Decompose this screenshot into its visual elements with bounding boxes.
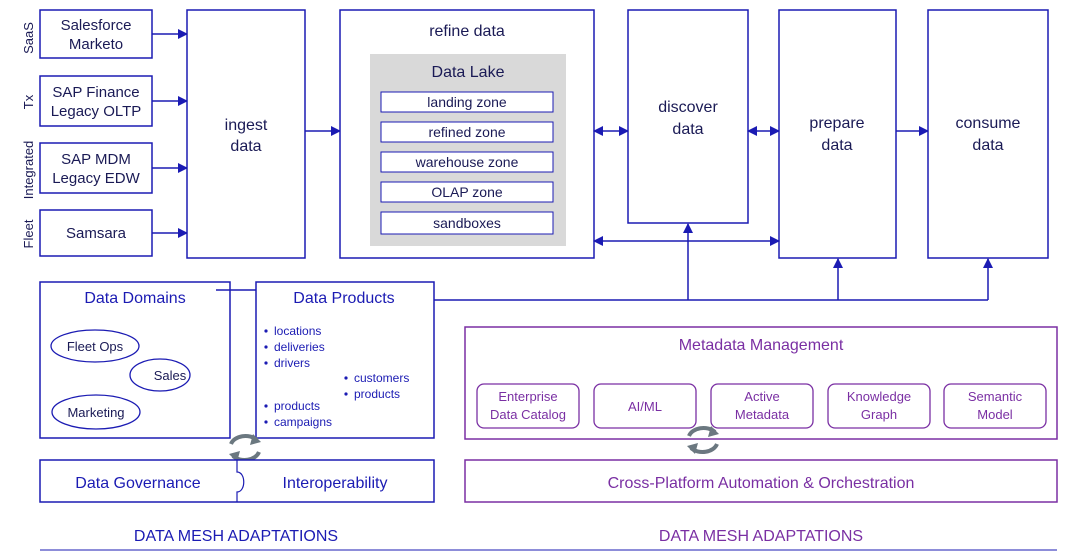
metadata-item-line1: Semantic <box>968 389 1023 404</box>
refresh-cycle-icon <box>687 426 719 454</box>
data-lake-title: Data Lake <box>432 64 505 81</box>
refine-title: refine data <box>429 23 505 40</box>
consume-line2: data <box>972 137 1003 154</box>
zone: sandboxes <box>380 211 554 235</box>
source-line1: Samsara <box>66 225 127 242</box>
data-products-title: Data Products <box>293 290 394 307</box>
domain-bubble-sales <box>129 358 191 392</box>
zone: landing zone <box>380 91 554 113</box>
source-box-sap-mdm: SAP MDM Legacy EDW <box>39 142 153 194</box>
source-box-samsara: Samsara <box>39 209 153 257</box>
data-product-item: drivers <box>274 356 310 370</box>
source-line1: SAP MDM <box>61 151 131 168</box>
data-governance-label: Data Governance <box>75 475 201 492</box>
puzzle-divider <box>236 460 245 502</box>
side-label-fleet: Fleet <box>21 219 36 248</box>
data-product-item: products <box>354 387 400 401</box>
source-arrows <box>152 29 188 238</box>
domain-bubble-fleet-ops <box>50 329 140 363</box>
footer-label-right: DATA MESH ADAPTATIONS <box>659 528 863 545</box>
zone-label: landing zone <box>427 94 507 110</box>
prepare-line1: prepare <box>809 115 864 132</box>
zone-label: refined zone <box>428 124 505 140</box>
ingest-line1: ingest <box>225 117 268 134</box>
domain-bubble-marketing <box>51 394 141 430</box>
zone: warehouse zone <box>380 151 554 173</box>
metadata-title: Metadata Management <box>679 337 844 354</box>
metadata-item: AI/ML <box>593 383 697 429</box>
bullet-icon <box>264 404 268 408</box>
source-line2: Legacy EDW <box>52 170 140 187</box>
discover-data-box: discover data <box>627 9 749 224</box>
metadata-item-line1: Enterprise <box>498 389 557 404</box>
source-line1: SAP Finance <box>52 84 139 101</box>
zone-label: OLAP zone <box>431 184 503 200</box>
data-domains-title: Data Domains <box>84 290 185 307</box>
data-products-lists: locations deliveries drivers customers produ… <box>264 324 409 429</box>
metadata-item-line2: Graph <box>861 407 897 422</box>
data-product-item: campaigns <box>274 415 332 429</box>
prepare-line2: data <box>821 137 852 154</box>
metadata-item-line2: Model <box>977 407 1013 422</box>
bullet-icon <box>264 361 268 365</box>
ingest-line2: data <box>230 138 261 155</box>
consume-data-box: consume data <box>927 9 1049 259</box>
source-box-sap-finance: SAP Finance Legacy OLTP <box>39 75 153 127</box>
ingest-data-box: ingest data <box>186 9 306 259</box>
metadata-item-line2: Data Catalog <box>490 407 566 422</box>
bullet-icon <box>264 345 268 349</box>
data-product-item: locations <box>274 324 321 338</box>
refresh-cycle-icon <box>229 434 261 462</box>
data-domains-box: Data Domains Fleet Ops Sales Marketing <box>39 281 231 439</box>
side-label-integrated: Integrated <box>21 141 36 200</box>
data-product-item: products <box>274 399 320 413</box>
consume-line1: consume <box>956 115 1021 132</box>
interoperability-label: Interoperability <box>283 475 388 492</box>
zone-label: warehouse zone <box>415 154 519 170</box>
data-product-item: deliveries <box>274 340 325 354</box>
side-label-tx: Tx <box>21 94 36 109</box>
bullet-icon <box>344 376 348 380</box>
domain-label: Marketing <box>67 405 124 420</box>
prepare-data-box: prepare data <box>778 9 897 259</box>
metadata-item-line1: AI/ML <box>628 399 662 414</box>
metadata-item-line2: Metadata <box>735 407 790 422</box>
zone: refined zone <box>380 121 554 143</box>
zone: OLAP zone <box>380 181 554 203</box>
governance-bar: Data Governance Interoperability <box>39 459 435 503</box>
bullet-icon <box>264 329 268 333</box>
source-line2: Legacy OLTP <box>51 103 142 120</box>
discover-line1: discover <box>658 99 718 116</box>
source-line2: Marketo <box>69 36 123 53</box>
data-products-box: Data Products <box>255 281 435 439</box>
data-product-item: customers <box>354 371 409 385</box>
source-box-salesforce-marketo: Salesforce Marketo <box>39 9 153 59</box>
data-products-bus <box>434 223 993 301</box>
zone-label: sandboxes <box>433 215 501 231</box>
refine-data-box: refine data Data Lake landing zone refin… <box>339 9 595 259</box>
metadata-item-line1: Knowledge <box>847 389 911 404</box>
automation-label: Cross-Platform Automation & Orchestratio… <box>608 475 915 492</box>
side-label-saas: SaaS <box>21 22 36 54</box>
footer-label-left: DATA MESH ADAPTATIONS <box>134 528 338 545</box>
source-line1: Salesforce <box>61 17 132 34</box>
domain-label: Sales <box>154 368 187 383</box>
bullet-icon <box>264 420 268 424</box>
automation-bar: Cross-Platform Automation & Orchestratio… <box>464 459 1058 503</box>
metadata-item-line1: Active <box>744 389 779 404</box>
discover-line2: data <box>672 121 703 138</box>
domain-label: Fleet Ops <box>67 339 124 354</box>
bullet-icon <box>344 392 348 396</box>
